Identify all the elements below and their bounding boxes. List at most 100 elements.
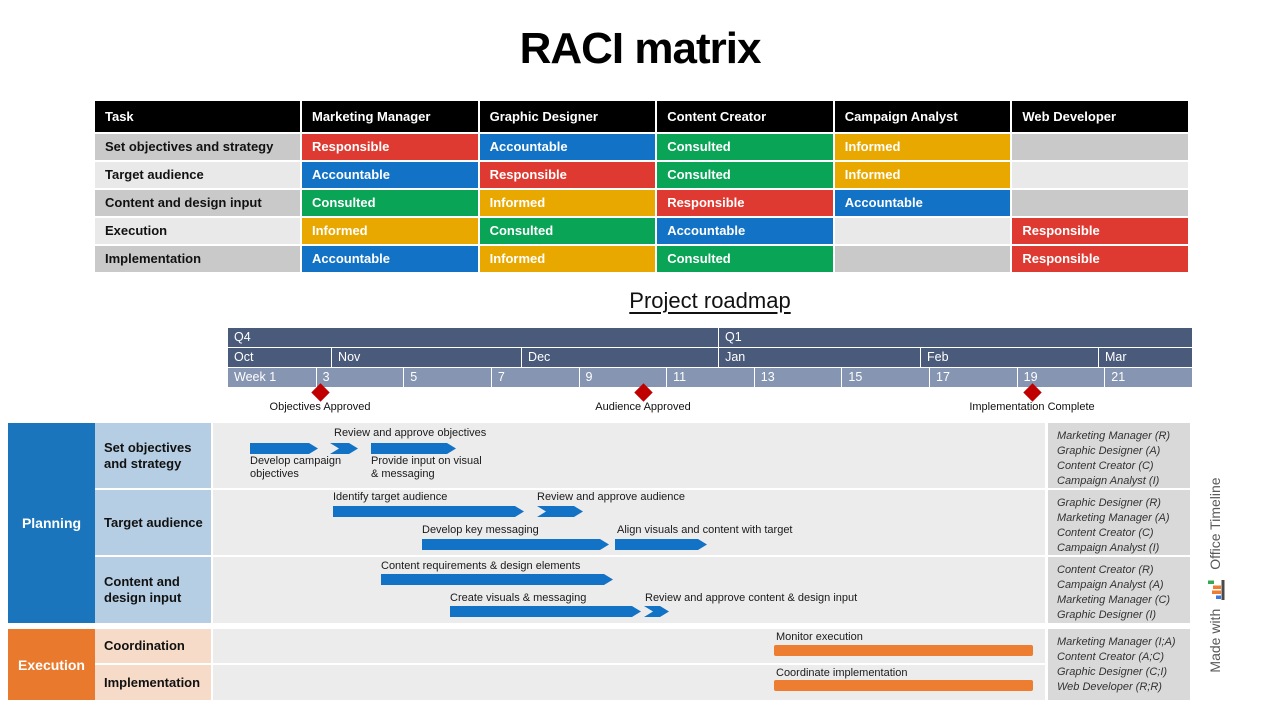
task-bar (615, 539, 707, 550)
annotation-line: Content Creator (R) (1057, 564, 1154, 576)
task-bar-label: Coordinate implementation (776, 667, 908, 679)
annotation-line: Marketing Manager (C) (1057, 594, 1171, 606)
task-bar (422, 539, 609, 550)
raci-role-cell: Accountable (834, 190, 1011, 216)
task-bar (537, 506, 583, 517)
raci-role-cell: Consulted (302, 190, 478, 216)
timeline-months-cell: Nov (331, 348, 522, 367)
raci-header-cell: Graphic Designer (479, 101, 656, 132)
office-timeline-label: Office Timeline (1207, 477, 1223, 570)
timeline-months-cell: Feb (920, 348, 1098, 367)
raci-task-cell: Content and design input (95, 190, 300, 216)
timeline-quarters-cell: Q1 (718, 328, 1192, 347)
raci-role-cell: Informed (479, 246, 656, 272)
lane-row-name: Coordination (95, 629, 211, 663)
raci-role-cell: Responsible (479, 162, 656, 188)
timeline-months-cell: Mar (1097, 348, 1192, 367)
annotation-line: Graphic Designer (A) (1057, 445, 1161, 457)
lane-annotation: Marketing Manager (I;A)Content Creator (… (1048, 629, 1190, 700)
annotation-line: Campaign Analyst (I) (1057, 542, 1160, 554)
timeline-weeks-cell: 15 (841, 368, 929, 387)
milestone-label: Audience Approved (595, 401, 691, 413)
timeline-weeks-cell: 11 (666, 368, 754, 387)
lane-label-planning: Planning (8, 423, 95, 623)
raci-role-cell: Informed (834, 162, 1011, 188)
raci-header-cell: Content Creator (657, 101, 833, 132)
raci-header-cell: Marketing Manager (302, 101, 478, 132)
raci-role-cell: Consulted (657, 134, 833, 160)
roadmap-title: Project roadmap (629, 288, 791, 313)
timeline-weeks-cell: 19 (1016, 368, 1105, 387)
lane-row-name: Content and design input (95, 557, 211, 623)
page-title: RACI matrix (519, 24, 762, 73)
raci-role-cell: Informed (834, 134, 1011, 160)
annotation-line: Graphic Designer (I) (1057, 609, 1157, 621)
annotation-line: Graphic Designer (C;I) (1057, 666, 1168, 678)
task-bar-label: Develop key messaging (422, 524, 539, 536)
annotation-line: Content Creator (C) (1057, 527, 1154, 539)
task-bar (333, 506, 524, 517)
raci-empty-cell (834, 246, 1011, 272)
annotation-line: Marketing Manager (A) (1057, 512, 1170, 524)
timeline-quarters-cell: Q4 (228, 328, 718, 347)
task-bar (250, 443, 318, 454)
raci-header-cell: Campaign Analyst (834, 101, 1011, 132)
raci-empty-cell (1012, 162, 1188, 188)
task-bar-label: Monitor execution (776, 631, 863, 643)
raci-empty-cell (1012, 190, 1188, 216)
raci-header-cell: Web Developer (1012, 101, 1188, 132)
made-with-label: Made with (1207, 608, 1223, 673)
lane-label-execution: Execution (8, 629, 95, 700)
task-bar-label: Review and approve content & design inpu… (645, 592, 858, 604)
lane-row-name: Implementation (95, 665, 211, 700)
raci-role-cell: Responsible (1012, 218, 1188, 244)
task-bar-label: Develop campaign objectives (250, 455, 342, 480)
timeline-weeks-cell: 13 (753, 368, 842, 387)
lane-row-name: Target audience (95, 490, 211, 555)
timeline-weeks-cell: 5 (403, 368, 491, 387)
raci-role-cell: Responsible (1012, 246, 1188, 272)
timeline-weeks-cell: Week 1 (228, 368, 316, 387)
raci-role-cell: Accountable (657, 218, 833, 244)
task-bar-label: Align visuals and content with target (617, 524, 793, 536)
annotation-line: Graphic Designer (R) (1057, 497, 1161, 509)
raci-role-cell: Informed (302, 218, 478, 244)
annotation-line: Campaign Analyst (A) (1057, 579, 1164, 591)
raci-role-cell: Responsible (302, 134, 478, 160)
task-bar (644, 606, 669, 617)
lane-annotation: Marketing Manager (R) Graphic Designer (A… (1048, 423, 1190, 488)
task-bar-label: Identify target audience (333, 491, 448, 503)
raci-role-cell: Informed (479, 190, 656, 216)
lane-annotation: Graphic Designer (R) Marketing Manager (A… (1048, 490, 1190, 555)
raci-role-cell: Accountable (302, 246, 478, 272)
annotation-line: Marketing Manager (I;A) (1057, 636, 1176, 648)
milestone-label: Objectives Approved (269, 401, 371, 413)
raci-task-cell: Set objectives and strategy (95, 134, 300, 160)
lane-row-name: Set objectives and strategy (95, 423, 211, 488)
raci-empty-cell (1012, 134, 1188, 160)
timeline-weeks-cell: 9 (578, 368, 667, 387)
timeline-weeks-cell: 3 (315, 368, 404, 387)
lane-annotation: Content Creator (R) Campaign Analyst (A) M… (1048, 557, 1190, 623)
task-bar-label: Review and approve objectives (334, 427, 487, 439)
task-bar (450, 606, 641, 617)
lane-row-chart-bg (213, 423, 1045, 488)
task-bar (774, 680, 1033, 691)
annotation-line: Web Developer (R;R) (1057, 681, 1162, 693)
raci-role-cell: Consulted (657, 162, 833, 188)
raci-role-cell: Consulted (657, 246, 833, 272)
raci-task-cell: Execution (95, 218, 300, 244)
raci-role-cell: Responsible (657, 190, 833, 216)
task-bar (371, 443, 456, 454)
milestone-label: Implementation Complete (969, 401, 1095, 413)
timeline-months-cell: Dec (521, 348, 719, 367)
task-bar (330, 443, 358, 454)
made-with-credit: Made with Office Timeline (1200, 440, 1230, 710)
annotation-line: Marketing Manager (R) (1057, 430, 1171, 442)
task-bar (381, 574, 613, 585)
